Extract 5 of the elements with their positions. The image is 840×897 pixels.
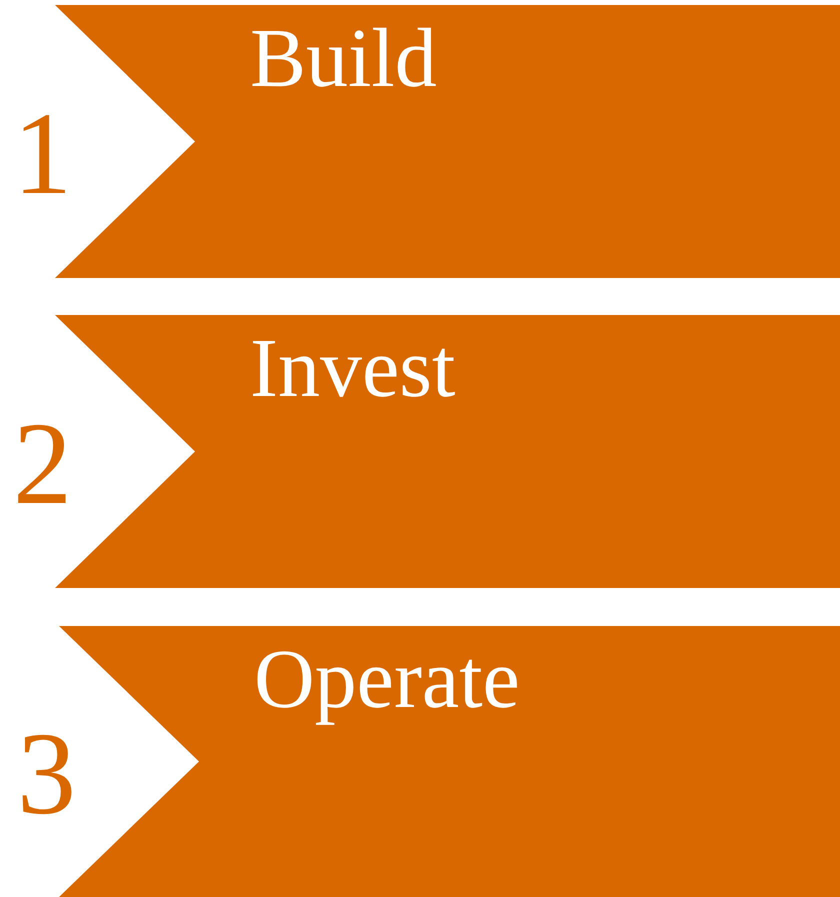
step-number: 1 xyxy=(13,95,72,213)
step-title: Build xyxy=(250,17,437,101)
step-number: 3 xyxy=(17,715,76,833)
step-number: 2 xyxy=(13,405,72,523)
step-title: Invest xyxy=(250,327,456,411)
